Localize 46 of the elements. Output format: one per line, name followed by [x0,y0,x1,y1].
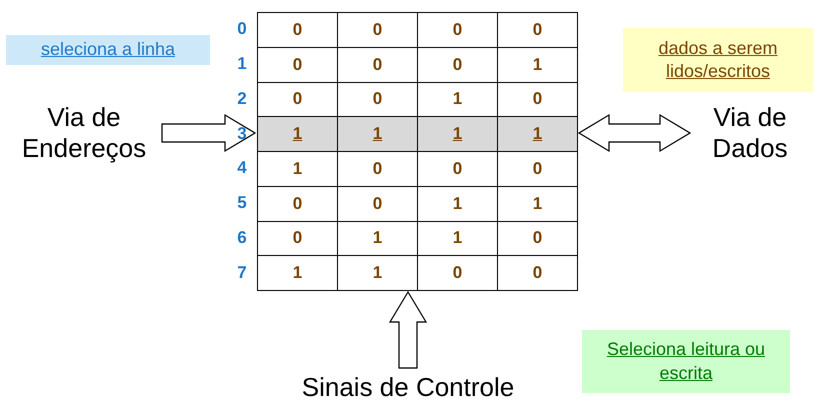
table-cell: 1 [258,152,338,187]
table-cell: 0 [498,222,578,256]
block-arrow [388,290,428,369]
table-cell: 0 [498,13,578,48]
note-box: seleciona a linha [6,35,210,65]
table-cell: 0 [258,222,338,256]
table-cell: 0 [338,152,418,187]
row-address: 2 [236,88,248,109]
table-cell: 0 [258,48,338,82]
table-cell: 1 [498,186,578,222]
table-cell: 1 [338,222,418,256]
block-arrow [161,114,256,152]
table-cell: 0 [498,152,578,187]
row-address: 5 [236,193,248,214]
table-cell: 0 [258,13,338,48]
table-cell: 0 [418,13,498,48]
table-cell: 0 [258,186,338,222]
table-cell: 1 [418,186,498,222]
table-cell: 1 [418,117,498,152]
row-address: 7 [236,262,248,283]
row-address: 3 [236,124,248,144]
table-cell: 0 [418,152,498,187]
table-cell: 0 [498,256,578,291]
note-box: Seleciona leitura ou escrita [582,330,790,393]
table-cell: 0 [418,256,498,291]
row-address: 1 [236,54,248,74]
table-cell: 1 [338,117,418,152]
row-address: 0 [236,19,248,40]
memory-table [257,12,578,291]
double-block-arrow [578,114,692,152]
table-cell: 1 [258,256,338,291]
row-address: 4 [236,158,248,178]
table-cell: 1 [498,117,578,152]
table-cell: 1 [498,48,578,82]
table-cell: 0 [338,13,418,48]
table-cell: 1 [418,222,498,256]
bus-label: Via de Endereços [8,97,160,169]
table-cell: 0 [338,186,418,222]
table-cell: 1 [258,117,338,152]
table-cell: 0 [338,48,418,82]
note-box: dados a serem lidos/escritos [623,28,813,92]
table-cell: 0 [418,48,498,82]
bus-label: Sinais de Controle [278,370,538,406]
row-address: 6 [236,228,248,248]
table-cell: 1 [338,256,418,291]
bus-label: Via de Dados [692,97,808,169]
